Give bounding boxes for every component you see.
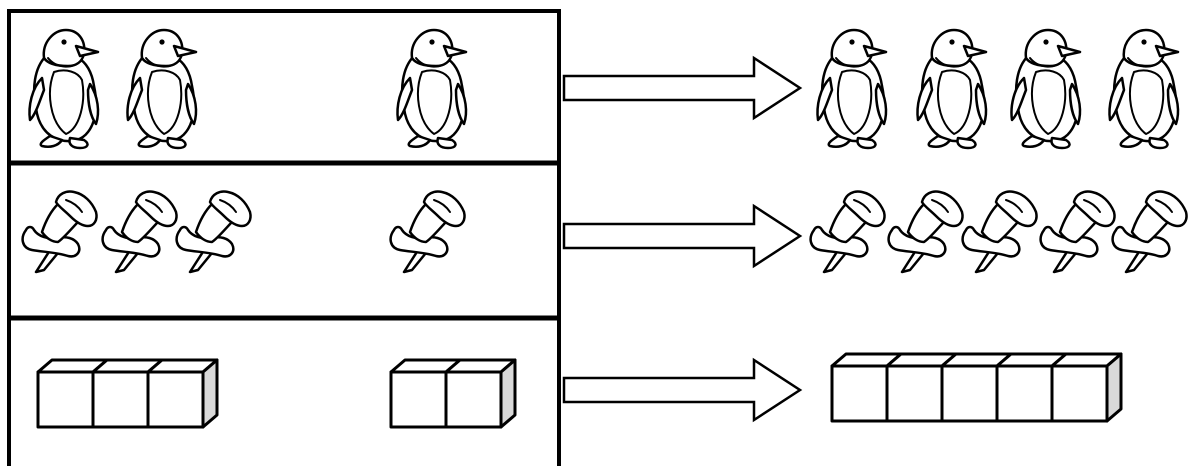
cube-side-face (201, 358, 219, 429)
cube-train-right (389, 358, 517, 429)
penguin-icon (916, 28, 988, 150)
row-cubes (36, 352, 1123, 429)
penguin-icon (816, 28, 888, 150)
arrow-right-icon (562, 358, 802, 422)
pushpin-icon (809, 190, 886, 274)
pushpin-icon (1039, 190, 1116, 274)
cube-side-face (499, 358, 517, 429)
cube-side-face (1105, 352, 1123, 423)
pushpin-icon (1111, 190, 1188, 274)
arrow-right-icon (562, 204, 802, 268)
pushpin-result-group (809, 190, 1188, 274)
penguin-icon (1010, 28, 1082, 150)
cube-train-result (830, 352, 1123, 423)
pushpin-icon (887, 190, 964, 274)
penguin-result-group (816, 28, 1180, 150)
pushpin-icon (961, 190, 1038, 274)
cube-train-left (36, 358, 219, 429)
arrow-right-icon (562, 56, 802, 120)
penguin-icon (1108, 28, 1180, 150)
